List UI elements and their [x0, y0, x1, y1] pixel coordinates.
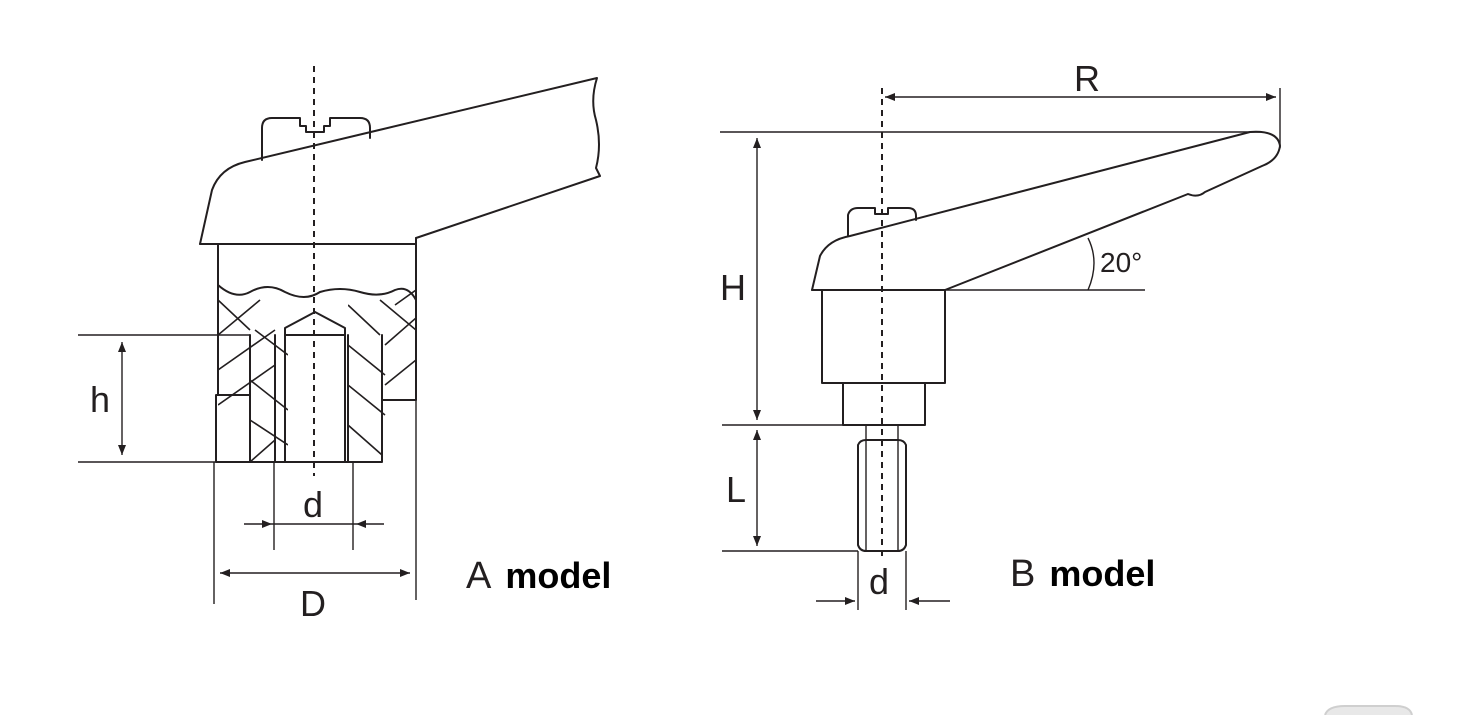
partial-button-edge[interactable]	[1324, 705, 1413, 715]
model-b-word: model	[1049, 553, 1155, 594]
angle-arc	[1087, 237, 1095, 291]
dim-d-a-label: d	[303, 484, 323, 525]
model-b-hub	[821, 289, 946, 384]
dim-L-label: L	[726, 469, 746, 510]
dim-R-label: R	[1074, 58, 1100, 99]
model-a-letter: A	[466, 555, 492, 597]
model-b-thread	[857, 439, 907, 552]
model-b-lever	[811, 130, 1281, 291]
model-a-insert	[249, 334, 383, 463]
model-a-drawing: h d D A model	[78, 66, 611, 624]
model-a-caption: A model	[466, 555, 611, 597]
model-b-collar	[842, 382, 926, 426]
angle-label: 20°	[1100, 247, 1142, 278]
dim-H-label: H	[720, 267, 746, 308]
dim-h-label: h	[90, 379, 110, 420]
model-a-hatch-left	[218, 299, 288, 463]
model-a-hatch-right	[348, 289, 416, 456]
model-a-word: model	[505, 555, 611, 596]
model-b-drawing: 20° R H L d B model	[720, 58, 1281, 610]
model-a-break-line	[217, 284, 417, 301]
dim-D-label: D	[300, 583, 326, 624]
model-a-lever	[199, 77, 601, 245]
model-a-hub	[215, 243, 417, 463]
dim-d-b-label: d	[869, 561, 889, 602]
model-b-letter: B	[1010, 553, 1035, 595]
model-b-caption: B model	[1010, 553, 1155, 595]
